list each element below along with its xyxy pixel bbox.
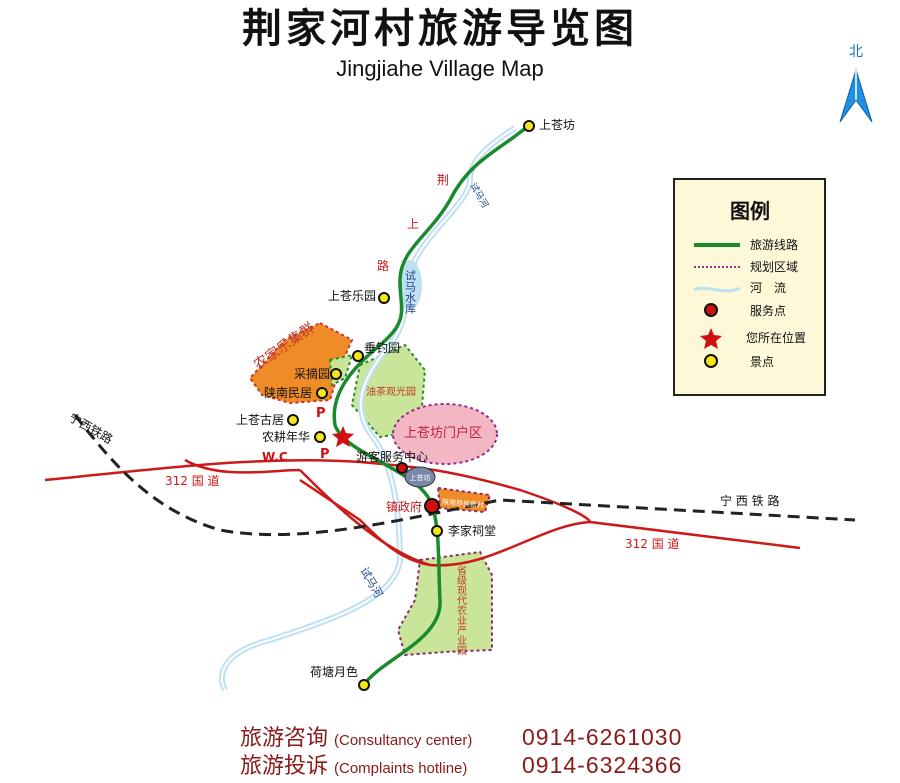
area-farm-cluster xyxy=(248,321,354,405)
legend-item: 规划区域 xyxy=(750,259,798,274)
parking-marker: P xyxy=(320,447,330,462)
tour-route xyxy=(332,124,530,687)
area-gate xyxy=(392,403,498,465)
legend-title: 图例 xyxy=(730,199,770,223)
north-arrow-icon: 北 xyxy=(839,44,873,123)
red-dot-icon[interactable] xyxy=(424,498,440,514)
yellow-dot-icon[interactable] xyxy=(330,368,342,380)
area-label: 上苍坊门户区 xyxy=(404,425,482,441)
spot-label: 李家祠堂 xyxy=(448,523,496,538)
gate-sign: 上苍坊 xyxy=(404,466,436,488)
yellow-dot-icon[interactable] xyxy=(314,431,326,443)
legend-item: 河 流 xyxy=(750,281,786,295)
spot-label: 采摘园 xyxy=(294,366,330,381)
legend-item: 景点 xyxy=(750,355,774,369)
railway-label: 宁 西 铁 路 xyxy=(720,493,779,508)
map-title: 荆家河村旅游导览图 xyxy=(242,6,638,52)
road-label: 路 xyxy=(377,258,389,273)
yellow-dot-icon[interactable] xyxy=(352,350,364,362)
spot-label: 上苍坊 xyxy=(539,117,575,132)
area-label: 省级现代农业产业园 xyxy=(455,564,467,656)
spot-label: 垂钓园 xyxy=(364,341,400,355)
footer-consult: 旅游咨询 (Consultancy center) 0914-6261030 xyxy=(240,724,682,751)
railway xyxy=(73,414,856,537)
reservoir xyxy=(398,260,422,310)
svg-text:旅游咨询: 旅游咨询 xyxy=(240,726,328,751)
legend-item: 您所在位置 xyxy=(746,330,806,345)
complaint-phone[interactable]: 0914-6324366 xyxy=(522,752,682,778)
road-label: 荆 xyxy=(437,173,449,187)
reservoir-label: 试马水库 xyxy=(404,270,417,315)
river-label: 试马河 xyxy=(467,181,491,210)
road-label-312: 312 国 道 xyxy=(165,474,220,488)
road-label: 上 xyxy=(407,217,419,231)
wc-marker: W.C xyxy=(262,450,288,464)
yellow-dot-icon[interactable] xyxy=(431,525,443,537)
spot-label: 陕南民居 xyxy=(264,385,312,400)
scenic-spots: 上苍坊 上苍乐园 垂钓园 采摘园 陕南民居 上苍古居 农耕年华 李家祠堂 荷塘月… xyxy=(236,117,575,691)
river-label: 试马河 xyxy=(357,565,385,600)
svg-text:(Consultancy center): (Consultancy center) xyxy=(334,732,472,749)
area-agri xyxy=(396,550,493,657)
legend-item: 服务点 xyxy=(750,303,786,318)
road-312 xyxy=(44,458,801,567)
yellow-dot-icon xyxy=(704,354,718,368)
svg-text:(Complaints hotline): (Complaints hotline) xyxy=(334,760,467,777)
red-dot-icon[interactable] xyxy=(396,462,408,474)
spot-label: 农耕年华 xyxy=(262,429,310,444)
red-dot-icon xyxy=(704,303,718,317)
spot-label: 荷塘月色 xyxy=(310,664,358,679)
service-label: 镇政府 xyxy=(386,499,422,514)
yellow-dot-icon[interactable] xyxy=(287,414,299,426)
north-label: 北 xyxy=(849,44,863,60)
river xyxy=(219,125,517,692)
yellow-dot-icon[interactable] xyxy=(523,120,535,132)
svg-text:旅游投诉: 旅游投诉 xyxy=(240,754,328,779)
consult-phone[interactable]: 0914-6261030 xyxy=(522,724,682,750)
area-label: 油茶观光园 xyxy=(366,385,416,398)
you-are-here-star-icon xyxy=(332,426,354,447)
map-subtitle: Jingjiahe Village Map xyxy=(336,56,544,81)
spot-label: 上苍乐园 xyxy=(328,289,376,303)
railway-label: 宁西铁路 xyxy=(67,410,116,447)
road-label-312: 312 国 道 xyxy=(625,537,680,551)
yellow-dot-icon[interactable] xyxy=(358,679,370,691)
legend-item: 旅游线路 xyxy=(750,237,798,252)
legend: 图例 旅游线路 规划区域 河 流 服务点 您所在位置 景点 xyxy=(673,178,826,396)
svg-text:上苍坊: 上苍坊 xyxy=(410,473,431,482)
footer-complaint: 旅游投诉 (Complaints hotline) 0914-6324366 xyxy=(240,752,682,779)
area-label: 陕南移民新村 xyxy=(442,497,485,510)
service-label: 游客服务中心 xyxy=(356,449,428,464)
red-star-icon xyxy=(700,328,722,349)
yellow-dot-icon[interactable] xyxy=(378,292,390,304)
parking-marker: P xyxy=(316,406,326,421)
yellow-dot-icon[interactable] xyxy=(316,387,328,399)
spot-label: 上苍古居 xyxy=(236,412,284,427)
